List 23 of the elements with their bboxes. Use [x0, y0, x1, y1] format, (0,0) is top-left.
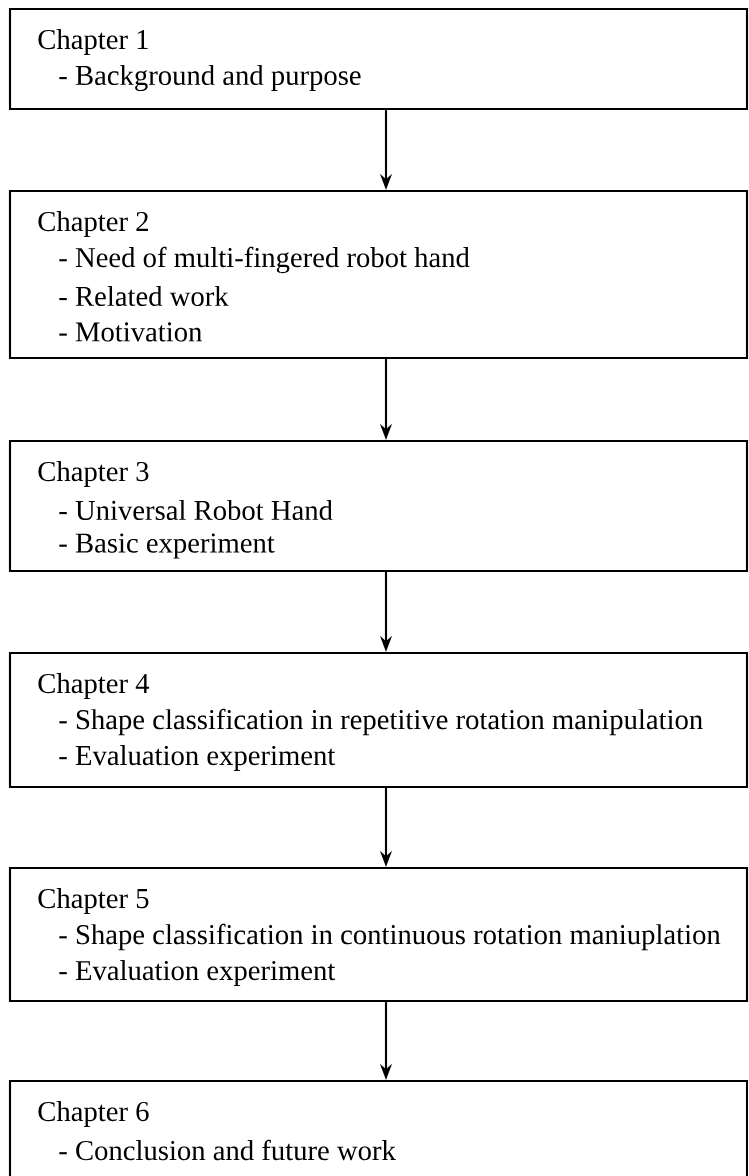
list-item: - Background and purpose	[59, 64, 361, 92]
chapter-box	[8, 439, 749, 573]
chapter-heading: Chapter 2	[38, 211, 148, 237]
chapter-box	[8, 651, 749, 789]
chapter-heading: Chapter 5	[38, 888, 149, 914]
list-item: - Shape classification in repetitive rotation manipulation	[59, 708, 703, 736]
list-item: - Universal Robot Hand	[59, 499, 333, 521]
list-item: - Need of multi-fingered robot hand	[59, 246, 470, 274]
chapter-box	[8, 189, 749, 360]
list-item: - Shape classification in continuous rotation maniuplation	[59, 923, 721, 951]
list-item: - Basic experiment	[59, 533, 275, 559]
chapter-box	[8, 7, 749, 111]
chapter-heading: Chapter 4	[38, 673, 150, 699]
list-item: - Conclusion and future work	[59, 1139, 396, 1161]
list-item: - Evaluation experiment	[59, 745, 336, 771]
list-item: - Evaluation experiment	[59, 960, 336, 986]
chapter-box	[8, 1079, 749, 1176]
list-item: - Related work	[59, 285, 229, 307]
chapter-heading: Chapter 6	[38, 1101, 149, 1127]
chapter-box	[8, 866, 749, 1003]
list-item: - Motivation	[59, 322, 202, 342]
chapter-heading: Chapter 1	[38, 29, 148, 55]
chapter-heading: Chapter 3	[38, 461, 149, 487]
